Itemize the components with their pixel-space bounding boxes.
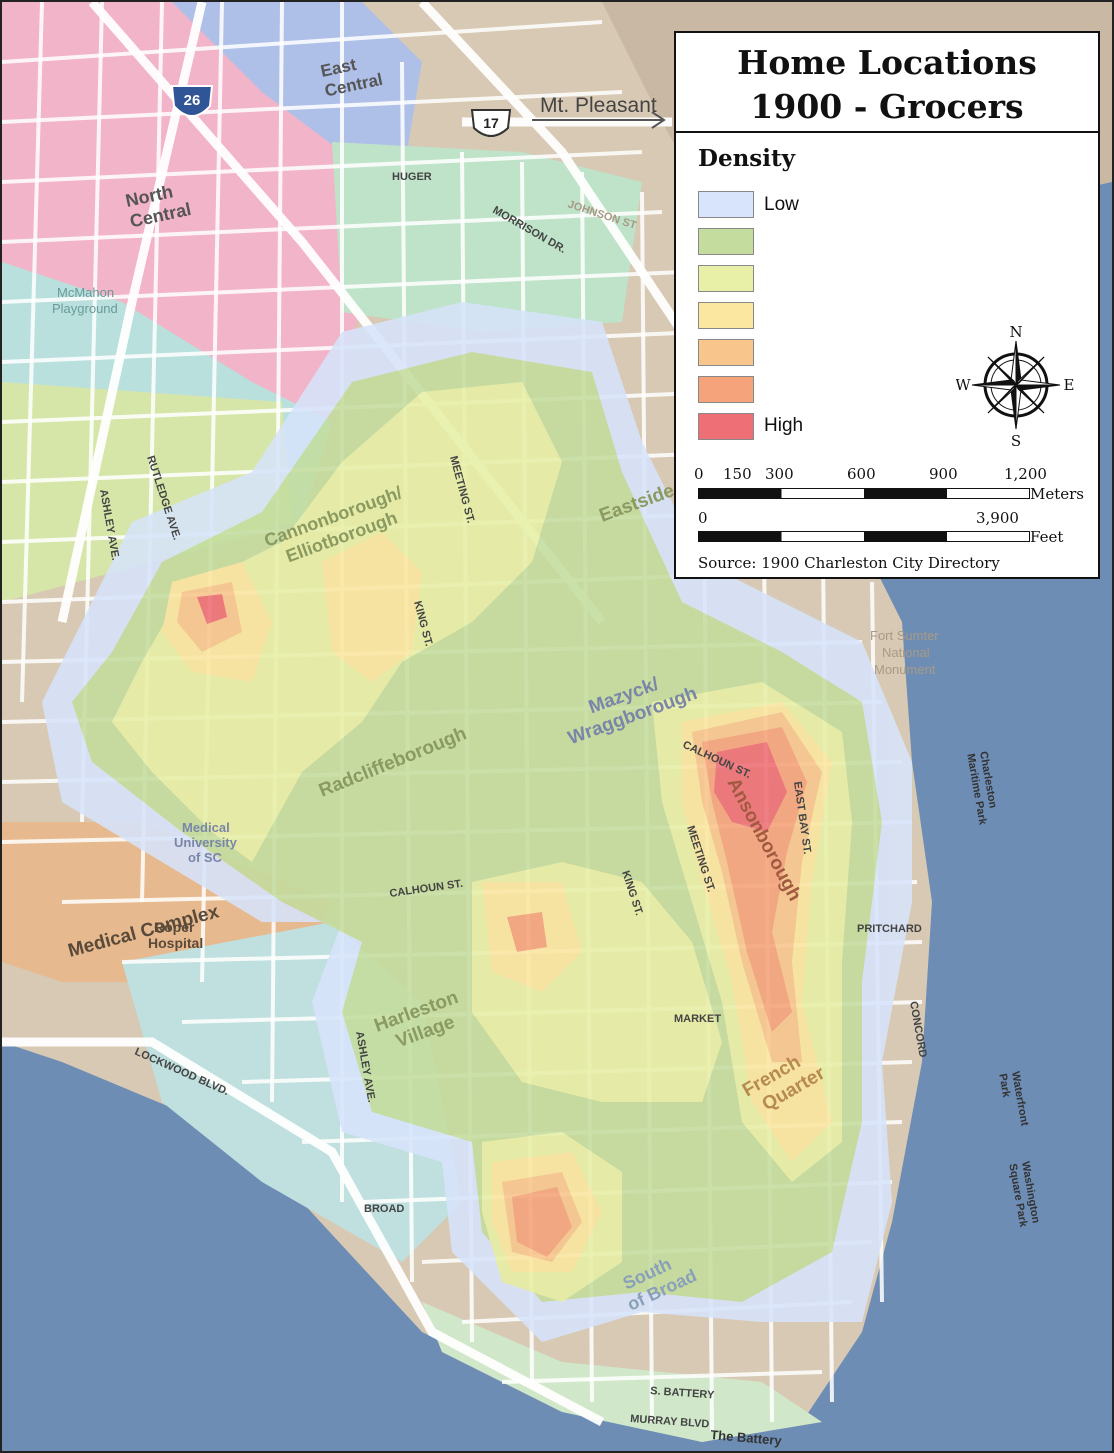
feet-tick-3900: 3,900 [976,509,1019,527]
legend-high-label: High [764,415,804,436]
density-class-4 [322,532,422,682]
zone-green-ec [332,142,642,332]
feet-tick-0: 0 [698,509,708,527]
density-swatch-7 [698,413,754,440]
density-swatch-6 [698,376,754,403]
route-17-shield: 17 [470,109,512,137]
density-swatch-5 [698,339,754,366]
meters-scale-bar [698,488,1030,499]
meters-tick-300: 300 [765,465,794,483]
svg-text:17: 17 [483,115,499,131]
legend-low-label: Low [764,194,799,215]
legend-source: Source: 1900 Charleston City Directory [698,554,1000,572]
mt-pleasant-arrow [532,111,666,129]
compass-rose-icon: N S E W [956,323,1075,448]
compass-e: E [1064,376,1075,394]
street-murray: MURRAY BLVD [630,1413,710,1431]
zone-mint-battery [422,1302,822,1442]
street-broad: BROAD [364,1203,404,1215]
meters-tick-600: 600 [847,465,876,483]
density-swatch-1 [698,191,754,218]
label-the-battery: The Battery [710,1427,783,1448]
legend-title-line2: 1900 - Grocers [750,87,1024,126]
feet-scale-bar [698,531,1030,542]
density-heading: Density [698,145,795,172]
route-26-shield: 26 [170,85,214,117]
density-swatch-3 [698,265,754,292]
map-legend: Home Locations 1900 - Grocers Density Lo… [674,31,1100,579]
street-s-battery: S. BATTERY [650,1385,716,1401]
feet-unit: Feet [1030,528,1064,546]
legend-title-line1: Home Locations [737,43,1037,82]
meters-tick-900: 900 [929,465,958,483]
meters-unit: Meters [1030,485,1085,503]
meters-tick-0: 0 [694,465,704,483]
street-huger: HUGER [392,171,432,183]
density-swatch-2 [698,228,754,255]
density-class-7 [714,742,787,832]
street-pritchard: PRITCHARD [857,923,922,935]
label-mt-pleasant: Mt. Pleasant [540,94,657,117]
density-class-7b [197,594,227,624]
svg-text:26: 26 [184,92,201,109]
compass-w: W [956,376,971,394]
density-class-6b [512,1187,572,1257]
compass-n: N [1009,323,1022,341]
street-market: MARKET [674,1013,721,1025]
meters-tick-1200: 1,200 [1004,465,1047,483]
density-class-6c [507,912,547,952]
meters-tick-150: 150 [723,465,752,483]
density-swatch-4 [698,302,754,329]
compass-s: S [1011,432,1021,448]
legend-title: Home Locations 1900 - Grocers [676,33,1098,133]
